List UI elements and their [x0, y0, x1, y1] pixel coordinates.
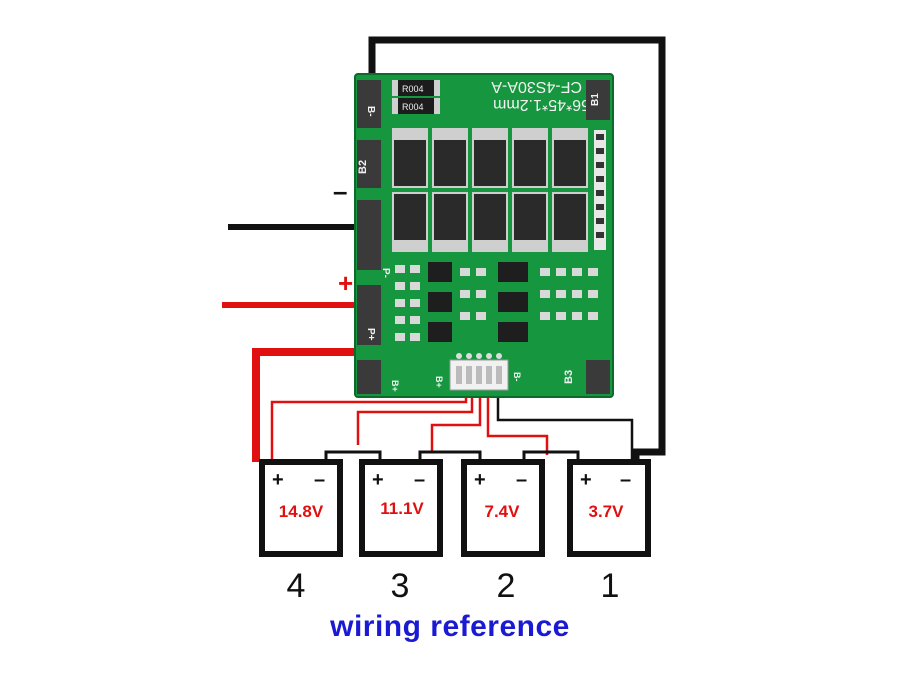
- battery-cell-1: + – 3.7V 1: [567, 459, 651, 605]
- balance-wire-5: [496, 390, 634, 462]
- right-edge-components: [594, 130, 606, 250]
- cell-2-plus: +: [474, 469, 486, 491]
- cell-3-number: 3: [391, 567, 410, 605]
- cell-4-minus: –: [314, 469, 325, 491]
- battery-cells: + – 14.8V 4 + – 11.1V 3 + – 7.4V 2 + – 3…: [259, 459, 651, 605]
- series-link-3-2: [418, 450, 482, 462]
- pad-b1: [586, 80, 610, 120]
- pad-label-b-minus: B-: [365, 106, 376, 117]
- pad-label-b3: B3: [563, 370, 575, 384]
- cell-1-minus: –: [620, 469, 631, 491]
- pad-label-b1: B1: [590, 93, 601, 106]
- cell-4-voltage: 14.8V: [279, 502, 324, 521]
- board-size-text: 56*45*1.2mm: [493, 96, 590, 113]
- balance-wire-3: [430, 390, 482, 452]
- cell-1-voltage: 3.7V: [589, 502, 625, 521]
- wires: [222, 36, 666, 462]
- cell-4-number: 4: [287, 567, 306, 605]
- wire-b-minus-loop: [368, 36, 666, 462]
- battery-cell-2: + – 7.4V 2: [461, 459, 545, 605]
- pad-b3: [586, 360, 610, 394]
- series-link-2-1: [522, 450, 580, 462]
- balance-wire-4: [486, 390, 549, 455]
- pad-p-plus: [357, 285, 381, 345]
- cell-2-voltage: 7.4V: [485, 502, 521, 521]
- series-link-4-3: [324, 450, 382, 462]
- cell-3-plus: +: [372, 469, 384, 491]
- connector-label-plus: B+: [434, 376, 444, 388]
- battery-cell-4: + – 14.8V 4: [259, 459, 343, 605]
- ic-chips: [428, 262, 528, 342]
- cell-4-plus: +: [272, 469, 284, 491]
- pad-p-minus: [357, 200, 381, 270]
- balance-connector[interactable]: [449, 353, 509, 391]
- cell-1-plus: +: [580, 469, 592, 491]
- pad-label-b2: B2: [357, 160, 369, 174]
- board-model-text: CF-4S30A-A: [491, 78, 582, 95]
- caption: wiring reference: [330, 610, 570, 643]
- bms-board: R004 R004 56*45*1.2mm CF-4S30A-A B- B2 P…: [354, 73, 614, 398]
- mosfets-top-row: [392, 128, 588, 188]
- cell-2-minus: –: [516, 469, 527, 491]
- pad-label-p-minus: P-: [380, 268, 391, 278]
- pad-b-minus: [357, 80, 381, 128]
- output-negative-label: –: [333, 176, 347, 206]
- resistor-label-2: R004: [402, 102, 424, 112]
- connector-label-minus: B-: [512, 372, 522, 382]
- output-positive-label: +: [338, 268, 353, 298]
- resistor-label-1: R004: [402, 84, 424, 94]
- cell-3-voltage: 11.1V: [380, 499, 424, 518]
- balance-wire-2: [356, 390, 474, 445]
- left-pads: [357, 80, 381, 394]
- smd-components: [395, 265, 598, 341]
- pad-b2: [357, 140, 381, 188]
- pad-label-b-plus: B+: [390, 380, 400, 392]
- wire-b-plus: [252, 348, 358, 462]
- pad-label-p-plus: P+: [365, 328, 376, 341]
- cell-1-number: 1: [601, 567, 620, 605]
- battery-cell-3: + – 11.1V 3: [359, 459, 443, 605]
- pad-b-plus: [357, 360, 381, 394]
- cell-3-minus: –: [414, 469, 425, 491]
- mosfets-bottom-row: [392, 192, 588, 252]
- current-sense-resistors: R004 R004: [392, 80, 440, 114]
- cell-2-number: 2: [497, 567, 516, 605]
